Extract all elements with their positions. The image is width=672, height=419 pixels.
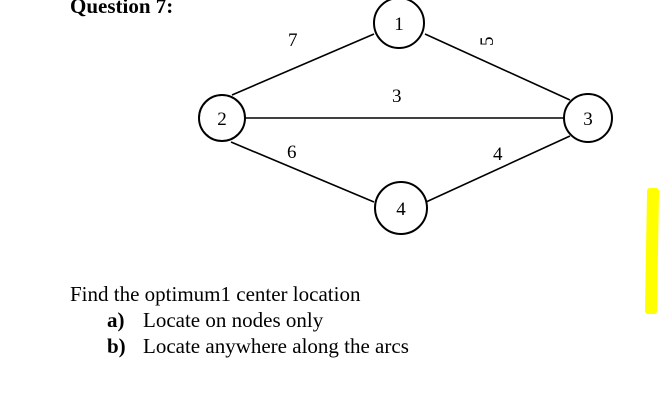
node-3: 3 bbox=[563, 93, 613, 143]
node-1: 1 bbox=[373, 0, 425, 49]
edge-weight-2-1: 7 bbox=[288, 30, 298, 51]
question-heading: Question 7: bbox=[70, 0, 174, 18]
node-4: 4 bbox=[374, 181, 428, 235]
edge-1-3 bbox=[424, 33, 571, 101]
part-b-text: Locate anywhere along the arcs bbox=[143, 334, 409, 358]
question-text: Find the optimum1 center location a) Loca… bbox=[70, 281, 409, 359]
edge-weights: 7 5 3 6 4 bbox=[287, 30, 503, 165]
edge-weight-4-3: 4 bbox=[493, 144, 503, 165]
highlighter-mark bbox=[644, 187, 660, 315]
node-label-1: 1 bbox=[394, 14, 404, 35]
graph-nodes: 1 2 3 4 bbox=[198, 0, 613, 235]
edge-weight-2-4: 6 bbox=[287, 142, 297, 163]
part-b-marker: b) bbox=[107, 334, 126, 358]
node-label-2: 2 bbox=[217, 109, 227, 130]
edge-2-4 bbox=[230, 141, 375, 203]
part-a-marker: a) bbox=[107, 308, 125, 332]
edge-weight-2-3: 3 bbox=[392, 86, 402, 107]
part-a: a) Locate on nodes only bbox=[70, 307, 409, 333]
graph-edges bbox=[230, 33, 571, 203]
part-a-text: Locate on nodes only bbox=[143, 308, 324, 332]
question-prompt: Find the optimum1 center location bbox=[70, 282, 361, 306]
part-b: b) Locate anywhere along the arcs bbox=[70, 333, 409, 359]
edge-4-3 bbox=[425, 135, 571, 203]
edge-2-1 bbox=[231, 33, 375, 96]
edge-weight-1-3: 5 bbox=[477, 37, 498, 47]
node-2: 2 bbox=[198, 94, 246, 142]
node-label-3: 3 bbox=[583, 109, 593, 130]
node-label-4: 4 bbox=[396, 199, 406, 220]
